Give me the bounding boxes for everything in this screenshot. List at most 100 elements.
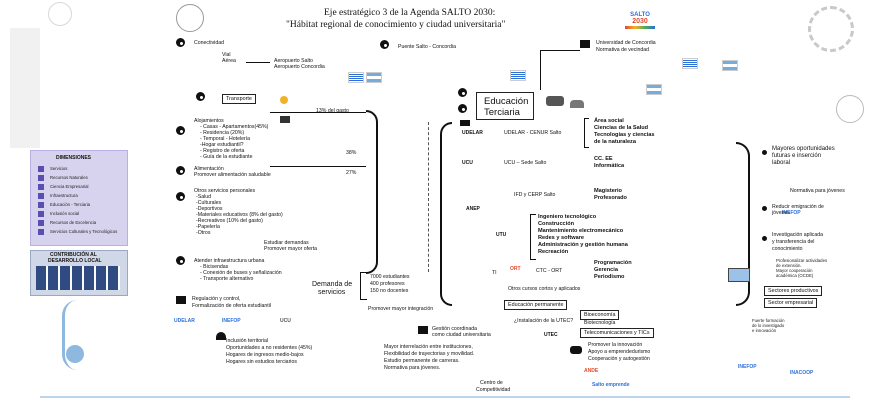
gear-icon (176, 38, 185, 47)
dashed-vertical (428, 122, 430, 272)
dimensiones-title: DIMENSIONES (56, 155, 92, 161)
logo-ucu: UCU (462, 160, 473, 166)
demanda-note: Estudiar demandas (264, 240, 309, 246)
area-item: Informática (594, 163, 625, 169)
connector-line (540, 50, 541, 90)
gear-icon (176, 126, 185, 135)
alojamiento-item: - Temporal - Hotelería (200, 136, 251, 142)
transporte-pct: 13% del gasto (316, 108, 349, 114)
logo-ande: ANDE (584, 368, 599, 374)
gear-icon (176, 256, 185, 265)
center-title-line1: Educación (484, 96, 529, 107)
logo-utec: UTEC (544, 332, 558, 338)
center-title-line2: Terciaria (484, 107, 520, 118)
logo-inefop: INEFOP (222, 318, 241, 324)
areas-bracket (584, 118, 589, 148)
area-item: Ciencias de la Salud (594, 125, 649, 131)
diagram-title: Eje estratégico 3 de la Agenda SALTO 203… (324, 8, 496, 18)
salto-logo-line1: SALTO (630, 12, 650, 18)
area-item: Construcción (538, 221, 575, 227)
graduate-icon (460, 120, 470, 126)
dimension-icon (38, 166, 44, 172)
profesionalizar-item: académica (OCDE) (776, 273, 814, 278)
otros-item: -Materiales educativos (8% del gasto) (196, 212, 283, 218)
decor-gear-top-right (808, 6, 854, 52)
sector-empresarial: Sector empresarial (764, 298, 818, 308)
centro-competitividad2: Competitividad (476, 387, 511, 393)
alojamiento-item: - Registro de oferta (200, 148, 245, 154)
dimension-icon (38, 220, 44, 226)
investigacion-item: Investigación aplicada (772, 232, 824, 238)
logo-utu: UTU (496, 232, 507, 238)
gestion-item: Mayor interrelación entre instituciones, (384, 344, 473, 350)
gear-icon (458, 104, 467, 113)
gestion-item: Flexibilidad de trayectorias y movilidad… (384, 351, 475, 357)
dimension-item: Recursos de Excelencia (50, 220, 97, 225)
tic-label: TI (492, 270, 497, 276)
profesionalizar-item: Profesionalizar actividades (776, 258, 828, 263)
dimension-icon (38, 184, 44, 190)
infra-item: - Conexión de buses y señalización (200, 270, 282, 276)
area-item: CC. EE (594, 156, 613, 162)
bullet-icon (762, 206, 767, 211)
investigacion-item: conocimiento (772, 246, 803, 252)
educacion-permanente: Educación permanente (504, 300, 568, 310)
house-icon (280, 116, 290, 123)
area-item: Recreación (538, 249, 569, 255)
institution-icon (418, 326, 428, 334)
dimension-item: Servicios (50, 166, 68, 171)
uni-concordia-normativa: Normativa de vecindad (596, 47, 650, 53)
otros-item: -Salud (196, 194, 211, 200)
airport-salto: Aeropuerto Salto (274, 58, 313, 64)
salto-logo-line2: 2030 (632, 18, 648, 25)
gear-icon (176, 166, 185, 175)
area-item: de la naturaleza (594, 139, 636, 145)
infra-item: - Transporte alternativo (200, 276, 254, 282)
logo-inefop: INEFOP (738, 364, 757, 370)
gestion-title2: como ciudad universitaria (432, 332, 491, 338)
decor-swirl-left (62, 300, 93, 370)
alojamiento-item: - Guía de la estudiante (200, 154, 253, 160)
decor-circle-top-left (48, 2, 72, 26)
fuerte-item: de lo investigado (752, 323, 785, 328)
contribucion-title: CONTRIBUCIÓN AL (50, 252, 97, 258)
airport-concordia: Aeropuerto Concordia (274, 64, 325, 70)
area-item: Administración y gestión humana (538, 242, 628, 248)
dimension-icon (38, 175, 44, 181)
puente-salto-concordia: Puente Salto - Concordia (398, 44, 456, 50)
investigacion-item: y transferencia del (772, 239, 815, 245)
dimensiones-panel (30, 150, 128, 246)
alojamiento-title: Alojamientos (194, 118, 224, 124)
decor-bulb-left (66, 345, 84, 363)
gestion-item: Estudio permanente de carreras. (384, 358, 460, 364)
contribucion-grid (36, 266, 120, 290)
argentina-flag-icon (722, 60, 738, 71)
area-item: Magisterio (594, 188, 622, 194)
connector-line (270, 166, 366, 167)
dimension-item: Educación - Terciaria (50, 202, 91, 207)
area-item: Tecnologías y ciencias (594, 132, 655, 138)
institution-name: UDELAR - CENUR Salto (504, 130, 562, 136)
arrow-icon (246, 62, 270, 63)
salto-2030-logo: SALTO 2030 (620, 12, 660, 36)
conectividad-title: Conectividad (194, 40, 224, 46)
area-item: Programación (594, 260, 632, 266)
centro-competitividad: Centro de (480, 380, 503, 386)
logo-ort: ORT (510, 266, 521, 272)
argentina-flag-icon (366, 72, 382, 83)
gear-icon (176, 192, 185, 201)
regulacion-note: Formalización de oferta estudiantil (192, 303, 272, 309)
book-icon (728, 268, 750, 282)
logo-salto-emprende: Salto emprende (592, 382, 630, 388)
gear-icon (458, 88, 467, 97)
otros-item: -Culturales (196, 200, 222, 206)
normativa-jovenes: Normativa para jóvenes (790, 188, 845, 194)
inclusion-item: Hogares sin estudios terciarios (226, 359, 297, 365)
institutions-bracket (440, 122, 452, 306)
area-item: Gerencia (594, 267, 618, 273)
otros-item: -Otros (196, 230, 211, 236)
demanda-note: Promover mayor oferta (264, 246, 318, 252)
institution-name: IFD y CERP Salto (514, 192, 556, 198)
stat-staff: 150 no docentes (370, 288, 409, 294)
area-item: Profesorado (594, 195, 627, 201)
